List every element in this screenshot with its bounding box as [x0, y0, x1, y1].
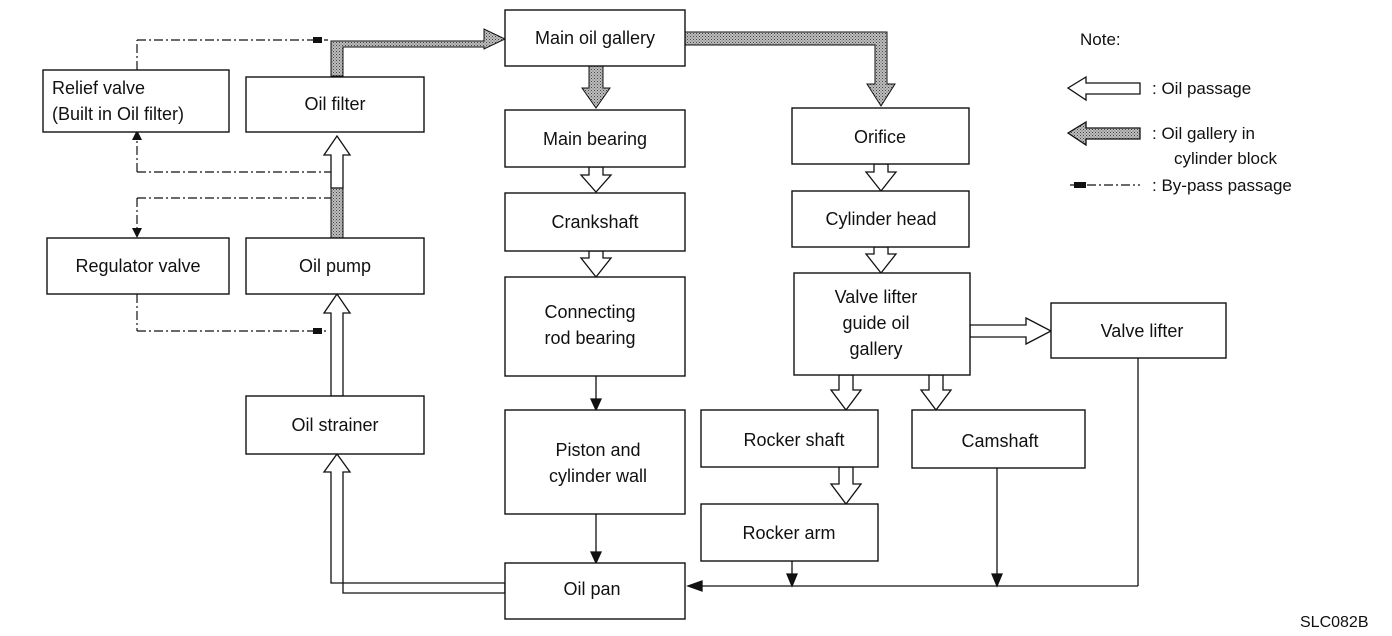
box-valve-lifter — [1050, 302, 1227, 359]
label-oil-pump-line-1: Oil pump — [299, 256, 371, 276]
label-connecting-rod-bearing-line-2: rod bearing — [544, 328, 635, 348]
label-regulator-valve-line-1: Regulator valve — [75, 256, 200, 276]
label-oil-strainer-line-1: Oil strainer — [291, 415, 378, 435]
box-connecting-rod-bearing — [504, 276, 686, 377]
bypass-arrow-relief — [132, 130, 142, 140]
bypass-mark-return — [313, 328, 322, 334]
label-valve-lifter-guide-line-1: Valve lifter — [835, 287, 918, 307]
label-cylinder-head-line-1: Cylinder head — [825, 209, 936, 229]
passage-guide-to-valve-lifter — [969, 316, 1053, 346]
box-regulator-valve — [46, 237, 230, 295]
gallery-to-orifice — [684, 31, 896, 107]
gallery-filter-to-main-gallery — [330, 28, 507, 77]
label-relief-valve-line-2: (Built in Oil filter) — [52, 104, 184, 124]
box-oil-pump — [245, 237, 425, 295]
legend-oil-gallery-symbol — [1066, 120, 1141, 147]
return-lines — [589, 358, 1139, 592]
oil-passages — [322, 134, 1053, 594]
box-cylinder-head — [791, 190, 970, 248]
component-boxes — [42, 9, 1227, 620]
box-camshaft — [911, 409, 1086, 469]
passage-guide-to-camshaft — [919, 374, 953, 412]
passage-pump-to-filter — [322, 134, 352, 189]
gallery-to-main-bearing — [581, 65, 611, 109]
legend-oil-gallery-label-1: : Oil gallery in — [1152, 124, 1255, 143]
box-rocker-arm — [700, 503, 879, 562]
label-main-bearing-line-1: Main bearing — [543, 129, 647, 149]
label-rocker-shaft-line-1: Rocker shaft — [743, 430, 844, 450]
arrowhead-conrod-to-piston — [589, 398, 603, 412]
oil-gallery-passages — [330, 28, 896, 239]
legend-oil-passage-symbol — [1066, 75, 1141, 102]
label-camshaft-line-1: Camshaft — [961, 431, 1038, 451]
arrowhead-piston-to-pan — [589, 551, 603, 565]
label-main-oil-gallery-line-1: Main oil gallery — [535, 28, 655, 48]
box-oil-pan — [504, 562, 686, 620]
passage-guide-to-rocker-shaft — [829, 374, 863, 412]
label-valve-lifter-line-1: Valve lifter — [1101, 321, 1184, 341]
label-crankshaft-line-1: Crankshaft — [551, 212, 638, 232]
legend-bypass-marker — [1074, 182, 1086, 188]
box-oil-strainer — [245, 395, 425, 455]
legend-title: Note: — [1080, 30, 1121, 49]
label-piston-cylinder-wall-line-2: cylinder wall — [549, 466, 647, 486]
legend-oil-gallery-label-2: cylinder block — [1174, 149, 1277, 168]
figure-code: SLC082B — [1300, 614, 1369, 631]
label-piston-cylinder-wall-line-1: Piston and — [555, 440, 640, 460]
label-orifice-line-1: Orifice — [854, 127, 906, 147]
label-relief-valve-line-1: Relief valve — [52, 78, 145, 98]
arrowhead-rocker-arm — [786, 573, 798, 588]
gallery-pump-to-filter — [330, 187, 344, 239]
box-crankshaft — [504, 192, 686, 252]
box-orifice — [791, 107, 970, 165]
box-rocker-shaft — [700, 409, 879, 468]
legend: Note: : Oil passage : Oil gallery in cyl… — [1066, 30, 1292, 195]
label-connecting-rod-bearing-line-1: Connecting — [544, 302, 635, 322]
label-valve-lifter-guide-line-2: guide oil — [842, 313, 909, 333]
arrowhead-camshaft — [991, 573, 1003, 588]
box-main-oil-gallery — [504, 9, 686, 67]
box-main-bearing — [504, 109, 686, 168]
passage-main-bearing-to-crankshaft — [579, 166, 613, 193]
passage-strainer-to-pump — [322, 292, 352, 397]
arrowhead-return-to-pan — [686, 580, 703, 592]
box-piston-cylinder-wall — [504, 409, 686, 515]
box-relief-valve — [42, 69, 230, 133]
bypass-lines — [136, 39, 331, 332]
passage-head-to-guide — [864, 246, 898, 275]
label-oil-pan-line-1: Oil pan — [563, 579, 620, 599]
label-valve-lifter-guide-line-3: gallery — [849, 339, 902, 359]
passage-crankshaft-to-conrod — [579, 250, 613, 279]
label-oil-filter-line-1: Oil filter — [304, 94, 365, 114]
legend-oil-passage-label: : Oil passage — [1152, 79, 1251, 98]
passage-orifice-to-head — [864, 163, 898, 193]
label-rocker-arm-line-1: Rocker arm — [742, 523, 835, 543]
bypass-arrowheads — [132, 37, 322, 334]
box-valve-lifter-guide — [793, 272, 971, 376]
box-oil-filter — [245, 76, 425, 133]
bypass-arrow-regulator — [132, 228, 142, 238]
passage-rocker-shaft-to-arm — [829, 466, 863, 506]
bypass-mark-gallery — [313, 37, 322, 43]
passage-pan-to-strainer — [322, 452, 506, 594]
legend-bypass-label: : By-pass passage — [1152, 176, 1292, 195]
